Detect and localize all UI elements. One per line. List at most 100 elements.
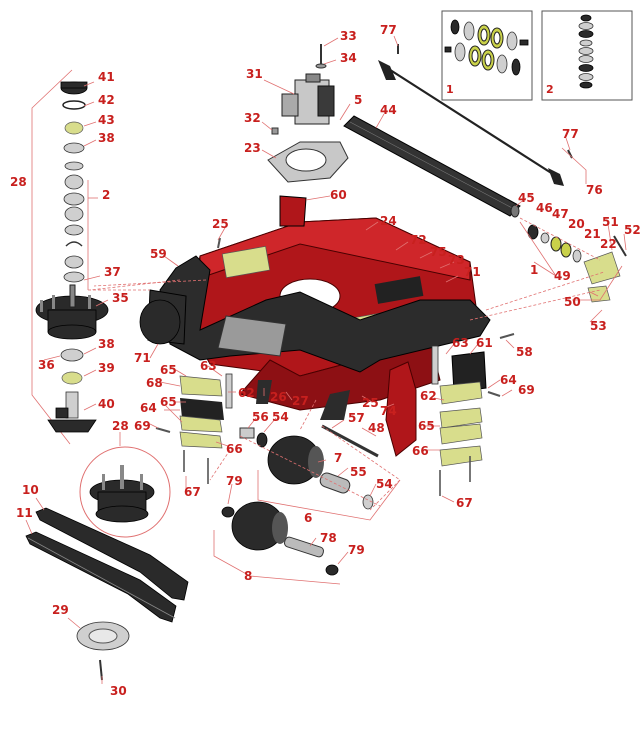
callout-62: 62 <box>238 386 255 400</box>
inset-kit-1-label: 1 <box>446 83 454 96</box>
callout-59: 59 <box>150 247 167 261</box>
callout-57: 57 <box>348 411 365 425</box>
callout-71-b: 71 <box>134 351 151 365</box>
callout-5: 5 <box>354 93 362 107</box>
gearbox-plate-icon <box>267 141 349 183</box>
callout-65-c: 65 <box>418 419 435 433</box>
callout-77-b: 77 <box>562 127 579 141</box>
callout-64-b: 64 <box>140 401 157 415</box>
callout-60: 60 <box>330 188 347 202</box>
callout-31: 31 <box>246 67 263 81</box>
blade-lower-icon <box>25 531 177 623</box>
callout-26: 26 <box>270 390 287 404</box>
callout-75: 75 <box>430 245 447 259</box>
mower-blades <box>25 507 189 623</box>
callout-74: 74 <box>380 404 397 418</box>
spindle-kit-icon <box>578 14 594 89</box>
callout-23: 23 <box>244 141 261 155</box>
callout-54: 54 <box>272 410 289 424</box>
front-roller-icon <box>221 501 339 576</box>
callout-42: 42 <box>98 93 115 107</box>
callout-35: 35 <box>112 291 129 305</box>
callout-56: 56 <box>252 410 269 424</box>
callout-8: 8 <box>244 569 252 583</box>
callout-39: 39 <box>98 361 115 375</box>
inset-kit-2: 2 <box>541 10 633 101</box>
spindle-shaft-icon <box>47 391 97 433</box>
callout-79: 79 <box>226 474 243 488</box>
callout-33: 33 <box>340 29 357 43</box>
rear-roller-icon <box>239 424 379 510</box>
callout-67-b: 67 <box>456 496 473 510</box>
callout-46: 46 <box>536 201 553 215</box>
callout-66: 66 <box>226 442 243 456</box>
callout-20: 20 <box>568 217 585 231</box>
hub-assembly <box>527 224 627 303</box>
callout-7: 7 <box>334 451 342 465</box>
callout-32: 32 <box>244 111 261 125</box>
roller-icon <box>343 115 521 218</box>
inset-kit-2-label: 2 <box>546 83 554 96</box>
callout-63-b: 63 <box>200 359 217 373</box>
blade-upper-icon <box>35 507 189 601</box>
callout-30: 30 <box>110 684 127 698</box>
callout-24: 24 <box>380 214 397 228</box>
callout-25-b: 25 <box>362 396 379 410</box>
callout-69: 69 <box>518 383 535 397</box>
right-bracket-icon <box>431 345 487 496</box>
left-bracket-icon <box>179 373 233 484</box>
callout-28-b: 28 <box>112 419 129 433</box>
callout-65-b: 65 <box>160 395 177 409</box>
callout-labels: 41 42 43 38 28 2 37 35 38 36 39 40 28 10… <box>10 23 641 698</box>
callout-2: 2 <box>102 188 110 202</box>
bearing-kit-icon <box>444 19 529 76</box>
callout-48: 48 <box>368 421 385 435</box>
callout-71: 71 <box>464 265 481 279</box>
deflector-icon <box>385 361 417 457</box>
callout-41: 41 <box>98 70 115 84</box>
callout-61: 61 <box>476 336 493 350</box>
callout-21: 21 <box>584 227 601 241</box>
callout-22: 22 <box>600 237 617 251</box>
callout-62-b: 62 <box>420 389 437 403</box>
callout-49: 49 <box>554 269 571 283</box>
spindle-stack <box>31 69 171 538</box>
callout-10: 10 <box>22 483 39 497</box>
callout-77: 77 <box>380 23 397 37</box>
blade-cup-icon <box>76 621 130 681</box>
callout-34: 34 <box>340 51 357 65</box>
callout-54-b: 54 <box>376 477 393 491</box>
callout-52: 52 <box>624 223 641 237</box>
callout-67: 67 <box>184 485 201 499</box>
callout-63: 63 <box>452 336 469 350</box>
callout-28: 28 <box>10 175 27 189</box>
callout-65: 65 <box>160 363 177 377</box>
callout-55: 55 <box>350 465 367 479</box>
inset-kit-1: 1 <box>441 10 533 101</box>
gearbox-icon <box>271 44 335 135</box>
callout-43: 43 <box>98 113 115 127</box>
callout-73: 73 <box>448 253 465 267</box>
callout-38: 38 <box>98 131 115 145</box>
deck-frame-icon <box>139 195 491 420</box>
callout-72: 72 <box>410 233 427 247</box>
callout-1: 1 <box>530 263 538 277</box>
callout-78: 78 <box>320 531 337 545</box>
callout-45: 45 <box>518 191 535 205</box>
callout-25: 25 <box>212 217 229 231</box>
callout-69-b: 69 <box>134 419 151 433</box>
callout-6: 6 <box>304 511 312 525</box>
callout-68: 68 <box>146 376 163 390</box>
callout-50: 50 <box>564 295 581 309</box>
callout-44: 44 <box>380 103 397 117</box>
leader-lines <box>25 35 627 684</box>
callout-76: 76 <box>586 183 603 197</box>
callout-53: 53 <box>590 319 607 333</box>
callout-37: 37 <box>104 265 121 279</box>
callout-47: 47 <box>552 207 569 221</box>
callout-36: 36 <box>38 358 55 372</box>
callout-29: 29 <box>52 603 69 617</box>
callout-38-b: 38 <box>98 337 115 351</box>
callout-51: 51 <box>602 215 619 229</box>
callout-40: 40 <box>98 397 115 411</box>
